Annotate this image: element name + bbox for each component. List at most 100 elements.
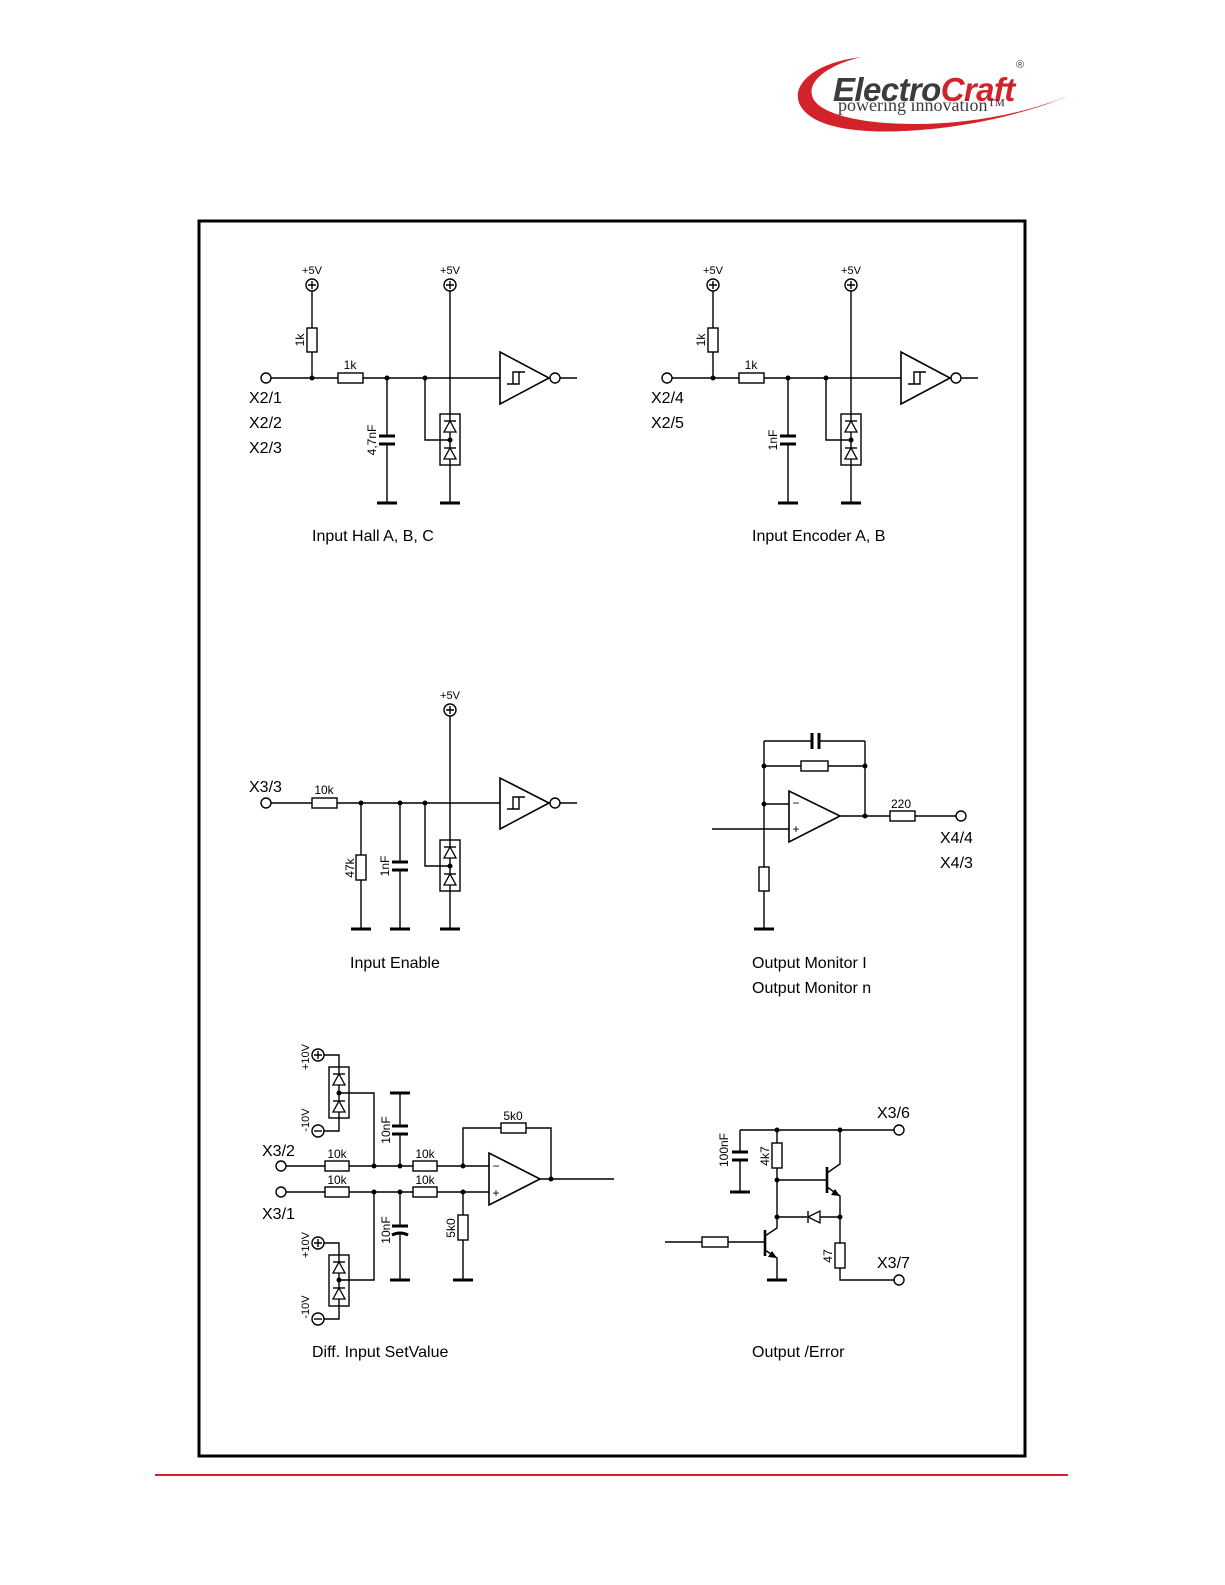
supply-label: +10V xyxy=(300,1043,312,1070)
circuit-diff-input-setvalue: +10V -10V +10V -10V X3/2 X3/1 10k 10k xyxy=(262,1043,614,1361)
output-terminal xyxy=(893,1274,905,1286)
clamp-diode-pair xyxy=(328,1066,350,1119)
circuit-caption: Output /Error xyxy=(752,1344,845,1361)
base-resistor xyxy=(771,1142,783,1169)
junction xyxy=(371,1163,377,1169)
input-resistor-value: 10k xyxy=(415,1173,435,1187)
series-resistor-value: 1k xyxy=(344,358,358,372)
supply-plus-symbol xyxy=(443,278,457,292)
filter-capacitor-value: 10nF xyxy=(379,1216,393,1243)
filter-capacitor xyxy=(780,434,796,446)
input-terminal xyxy=(275,1160,287,1172)
input-resistor xyxy=(412,1160,438,1172)
series-resistor xyxy=(311,797,338,809)
clamp-diode-pair xyxy=(439,839,461,892)
junction xyxy=(761,763,767,769)
terminal-label: X2/5 xyxy=(651,415,684,432)
schmitt-trigger-buffer xyxy=(900,350,962,406)
input-resistor-value: 10k xyxy=(415,1147,435,1161)
junction xyxy=(358,800,364,806)
supply-label: +5V xyxy=(703,265,724,277)
terminal-label: X3/6 xyxy=(877,1105,910,1122)
series-resistor xyxy=(738,372,765,384)
supply-label: -10V xyxy=(300,1108,312,1132)
input-terminal xyxy=(260,797,272,809)
junction xyxy=(837,1214,843,1220)
drive-resistor xyxy=(701,1236,729,1248)
clamp-diode-pair xyxy=(439,413,461,466)
base-resistor-value: 4k7 xyxy=(758,1146,772,1166)
junction xyxy=(397,800,403,806)
circuit-output-error: X3/6 100nF 4k7 47 X3/7 Output /Error xyxy=(665,1105,910,1361)
opamp-noninverting-sign: + xyxy=(792,822,799,836)
electrocraft-logo: ElectroCraft ® powering innovation™ xyxy=(797,57,1068,132)
junction xyxy=(774,1214,780,1220)
output-terminal xyxy=(955,810,967,822)
circuit-input-encoder: +5V 1k 1k 1nF +5V X2/4 X2/5 Input Encode… xyxy=(651,265,978,545)
wires xyxy=(286,1054,614,1320)
filter-capacitor-value: 1nF xyxy=(766,430,780,451)
decoupling-capacitor-value: 100nF xyxy=(717,1133,731,1167)
input-resistor xyxy=(324,1160,350,1172)
op-amp: − + xyxy=(788,789,842,844)
junction xyxy=(422,800,428,806)
junction xyxy=(460,1189,466,1195)
junction xyxy=(422,375,428,381)
op-amp: − + xyxy=(488,1151,542,1207)
pulldown-resistor-value: 47k xyxy=(343,857,357,877)
filter-capacitor xyxy=(379,434,395,446)
junction xyxy=(397,1189,403,1195)
input-resistor xyxy=(412,1186,438,1198)
schmitt-trigger-buffer xyxy=(499,776,561,831)
circuit-caption: Diff. Input SetValue xyxy=(312,1344,448,1361)
series-resistor xyxy=(337,372,364,384)
logo-wordmark-electro: Electro xyxy=(833,71,941,108)
pullup-resistor xyxy=(306,327,318,353)
opamp-noninverting-sign: + xyxy=(492,1186,499,1200)
feedback-resistor-value: 5k0 xyxy=(503,1109,523,1123)
input-resistor-value: 10k xyxy=(327,1173,347,1187)
terminal-label: X2/4 xyxy=(651,390,684,407)
junction xyxy=(823,375,829,381)
reference-resistor xyxy=(457,1214,469,1241)
supply-label: +5V xyxy=(302,265,323,277)
feedback-capacitor xyxy=(810,733,821,749)
ground-symbol xyxy=(390,1091,473,1282)
circuit-output-monitor: − + 220 X4/4 X4/3 Output Monitor I Outpu… xyxy=(712,733,973,997)
npn-transistor-output xyxy=(825,1167,840,1196)
terminal-label: X4/3 xyxy=(940,855,973,872)
reference-resistor-value: 5k0 xyxy=(444,1218,458,1238)
wires xyxy=(271,716,577,929)
feedback-resistor xyxy=(500,1122,527,1134)
wires xyxy=(271,291,577,503)
filter-capacitor-value: 10nF xyxy=(379,1116,393,1143)
supply-plus-symbol xyxy=(706,278,720,292)
junction xyxy=(774,1177,780,1183)
emitter-resistor xyxy=(834,1242,846,1269)
supply-minus-symbol xyxy=(311,1312,325,1326)
junction xyxy=(761,801,767,807)
terminal-label: X3/3 xyxy=(249,779,282,796)
logo-tagline: powering innovation™ xyxy=(838,95,1005,115)
decoupling-capacitor xyxy=(732,1150,748,1162)
supply-plus-symbol xyxy=(311,1048,325,1062)
logo-registered-mark: ® xyxy=(1016,59,1024,71)
junction xyxy=(862,813,868,819)
junction xyxy=(309,375,315,381)
junction xyxy=(371,1189,377,1195)
feedback-resistor xyxy=(800,760,829,772)
junction xyxy=(710,375,716,381)
wires xyxy=(712,740,956,929)
emitter-resistor-value: 47 xyxy=(821,1249,835,1263)
circuit-input-enable: X3/3 10k 47k 1nF +5V Input Enable xyxy=(249,690,577,972)
filter-capacitor-value: 1nF xyxy=(378,856,392,877)
supply-plus-symbol xyxy=(305,278,319,292)
supply-label: +5V xyxy=(841,265,862,277)
wires xyxy=(672,291,978,503)
junction xyxy=(774,1127,780,1133)
filter-capacitor xyxy=(391,1224,409,1237)
filter-capacitor xyxy=(392,860,408,872)
junction xyxy=(785,375,791,381)
opamp-inverting-sign: − xyxy=(792,796,799,810)
